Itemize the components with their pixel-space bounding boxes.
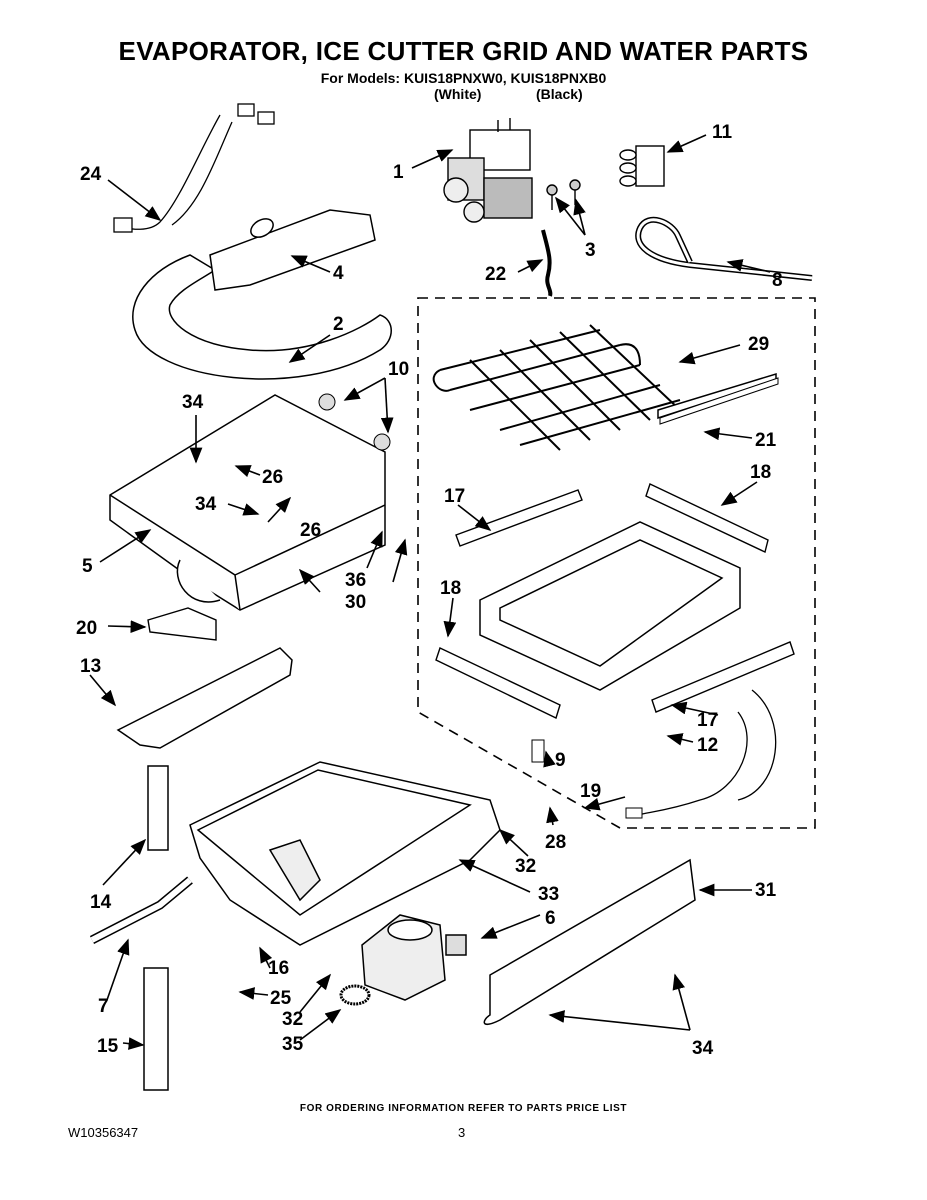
callout-35: 35 xyxy=(282,1034,304,1055)
callout-3: 3 xyxy=(585,240,596,261)
page-title: EVAPORATOR, ICE CUTTER GRID AND WATER PA… xyxy=(118,36,809,66)
document-number: W10356347 xyxy=(68,1125,139,1140)
water-valve-part xyxy=(443,118,533,223)
cover-part-31 xyxy=(483,858,696,1025)
callout-14: 14 xyxy=(90,892,112,913)
tube-part-22 xyxy=(541,229,553,297)
callout-17-b: 17 xyxy=(697,710,718,731)
clamp-part-11 xyxy=(619,145,665,187)
channel-part-4 xyxy=(209,209,376,291)
callout-8: 8 xyxy=(772,270,783,291)
callout-18-b: 18 xyxy=(440,578,461,599)
callout-26-a: 26 xyxy=(262,467,283,488)
clip-part-9 xyxy=(531,739,545,763)
color-label-white: (White) xyxy=(434,86,482,102)
callout-34-b: 34 xyxy=(195,494,217,515)
tube-part-14 xyxy=(147,765,169,851)
callout-29: 29 xyxy=(748,334,769,355)
callout-19: 19 xyxy=(580,781,601,802)
callout-1: 1 xyxy=(393,162,404,183)
callout-36: 36 xyxy=(345,570,366,591)
callout-18-a: 18 xyxy=(750,462,771,483)
bracket-part-20 xyxy=(147,607,217,641)
callout-7: 7 xyxy=(98,996,109,1017)
callout-leader-lines xyxy=(89,134,771,1050)
callout-17-a: 17 xyxy=(444,486,465,507)
callout-26-b: 26 xyxy=(300,520,321,541)
trough-part-13 xyxy=(116,647,293,749)
ordering-info-note: FOR ORDERING INFORMATION REFER TO PARTS … xyxy=(299,1103,628,1114)
grommet-part-10-a xyxy=(318,393,336,411)
reservoir-tray-part-33 xyxy=(189,761,501,946)
callout-33: 33 xyxy=(538,884,559,905)
cutter-rail-part-18-upper xyxy=(645,483,769,553)
callout-24: 24 xyxy=(80,164,102,185)
color-label-black: (Black) xyxy=(536,86,583,102)
cutter-rail-part-18-lower xyxy=(435,647,561,719)
callout-11: 11 xyxy=(712,122,733,143)
callout-28: 28 xyxy=(545,832,566,853)
callout-2: 2 xyxy=(333,314,344,335)
callout-34-a: 34 xyxy=(182,392,204,413)
callout-12: 12 xyxy=(697,735,718,756)
screws-part-3 xyxy=(546,179,581,210)
callout-21: 21 xyxy=(755,430,777,451)
callout-30: 30 xyxy=(345,592,366,613)
nut-part-35 xyxy=(339,984,371,1006)
cutter-grid-frame xyxy=(479,521,741,691)
grommet-part-10-b xyxy=(373,433,391,451)
callout-22: 22 xyxy=(485,264,506,285)
wire-harness-part-24 xyxy=(113,103,275,233)
callout-4: 4 xyxy=(333,263,344,284)
foam-strip-part-21 xyxy=(657,372,777,420)
evaporator-housing-part-5 xyxy=(109,394,386,611)
pump-part-6 xyxy=(361,914,467,1001)
callout-13: 13 xyxy=(80,656,101,677)
models-subtitle: For Models: KUIS18PNXW0, KUIS18PNXB0 xyxy=(320,70,607,86)
callout-9: 9 xyxy=(555,750,566,771)
callout-15: 15 xyxy=(97,1036,119,1057)
tube-part-15 xyxy=(143,967,169,1091)
callout-20: 20 xyxy=(76,618,97,639)
callout-25: 25 xyxy=(270,988,292,1009)
callout-16: 16 xyxy=(268,958,289,979)
cutter-rail-part-17-lower xyxy=(651,641,795,713)
callout-31: 31 xyxy=(755,880,777,901)
thermistor-wire-part-19 xyxy=(637,689,777,816)
cutter-rail-part-17-upper xyxy=(455,489,583,547)
callout-32-a: 32 xyxy=(515,856,536,877)
assembly-28-dashed-outline xyxy=(417,297,816,829)
page-number: 3 xyxy=(458,1125,466,1140)
evaporator-grid-part-29 xyxy=(432,324,681,451)
callout-6: 6 xyxy=(545,908,556,929)
heater-tube-part-2 xyxy=(132,254,392,380)
callout-5: 5 xyxy=(82,556,93,577)
callout-10: 10 xyxy=(388,359,409,380)
callout-34-c: 34 xyxy=(692,1038,714,1059)
callout-32-b: 32 xyxy=(282,1009,303,1030)
